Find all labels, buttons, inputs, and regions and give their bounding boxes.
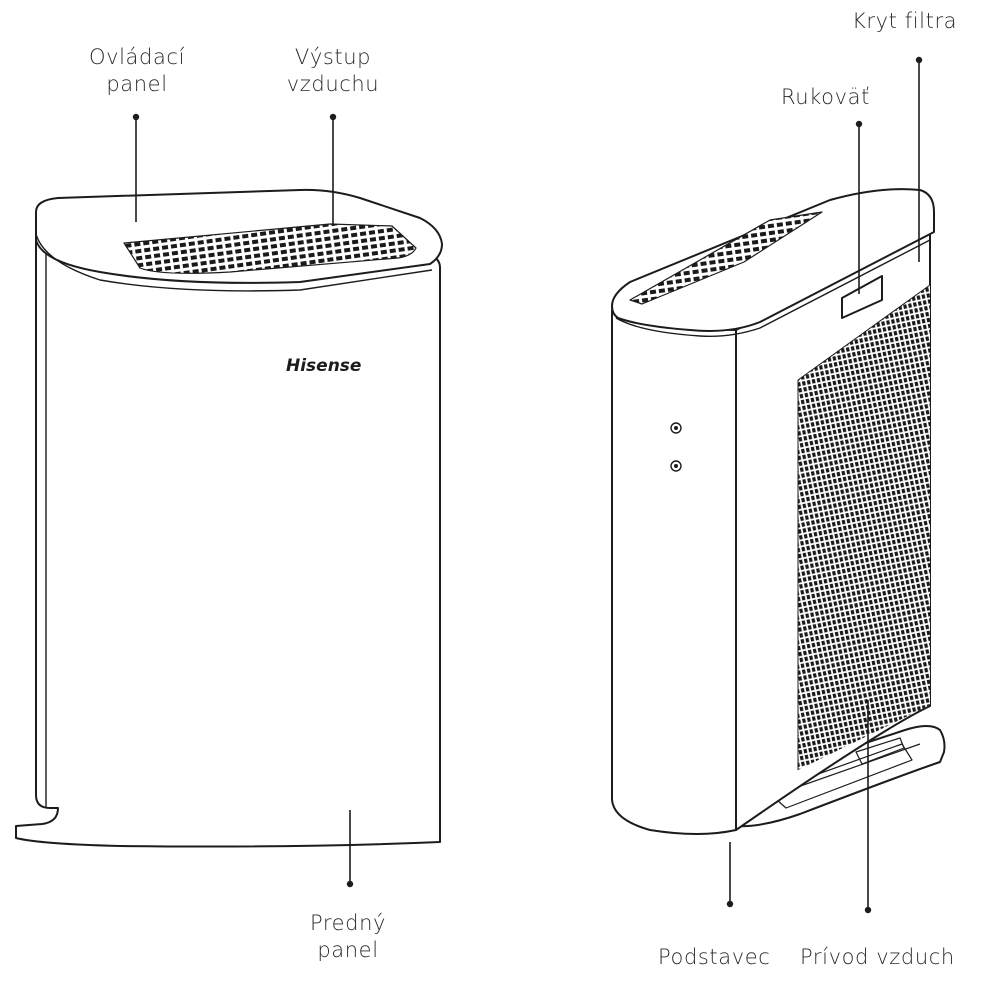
air-inlet-grill [798,285,930,770]
side-top-lid [611,188,935,332]
label-filter-cover: Kryt filtra [852,9,958,33]
front-body [15,225,441,848]
leader-dot-air-inlet [864,906,872,914]
label-air-inlet: Prívod vzduch [800,945,955,969]
side-face [611,309,737,835]
air-outlet-grill [123,223,417,274]
leader-dot-front-panel [346,880,354,888]
side-top-grill [629,211,823,305]
leader-dot-stand [726,900,734,908]
leader-dot-air-outlet [329,113,337,121]
leader-lines [132,56,923,914]
handle [841,275,883,319]
label-front-panel: Predný panel [309,911,387,962]
label-handle: Rukoväť [781,85,870,109]
side-view-unit [611,188,946,835]
leader-dot-control-panel [132,113,140,121]
front-view-unit [15,188,443,848]
label-stand: Podstavec [658,945,771,969]
leader-dot-handle [855,120,863,128]
leader-dot-filter-cover [915,56,923,64]
label-air-outlet: Výstup vzduchu [286,45,380,96]
hisense-logo: Hisense [286,356,361,376]
label-control-panel: Ovládací panel [88,45,186,96]
